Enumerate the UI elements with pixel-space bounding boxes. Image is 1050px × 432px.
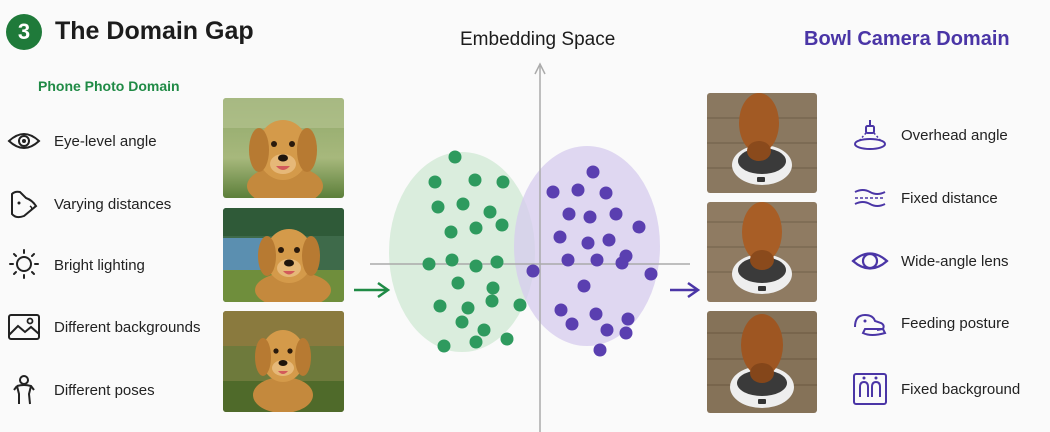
- bowl-embedding-point: [590, 253, 604, 267]
- phone-embedding-point: [477, 323, 491, 337]
- phone-embedding-point: [444, 225, 458, 239]
- embedding-space-heading: Embedding Space: [460, 29, 616, 50]
- golden-retriever-lake-photo: [223, 208, 344, 302]
- bowl-embedding-point: [589, 307, 603, 321]
- phone-embedding-point: [469, 259, 483, 273]
- item-label: Feeding posture: [901, 314, 1010, 332]
- dog-eating-bowl-photo-3: [707, 311, 817, 413]
- item-label: Eye-level angle: [54, 132, 157, 150]
- bowl-embedding-points: [526, 165, 658, 357]
- purple-arrow-icon: [670, 281, 701, 299]
- phone-embedding-point: [431, 200, 445, 214]
- bowl-embedding-point: [644, 267, 658, 281]
- phone-embedding-point: [437, 339, 451, 353]
- phone-embedding-point: [500, 332, 514, 346]
- bowl-embedding-point: [583, 210, 597, 224]
- phone-embedding-point: [455, 315, 469, 329]
- bowl-embedding-point: [577, 279, 591, 293]
- list-item: Eye-level angle: [6, 123, 157, 159]
- list-item: Overhead angle: [851, 117, 1008, 153]
- bowl-embedding-point: [562, 207, 576, 221]
- bowl-domain-heading: Bowl Camera Domain: [804, 28, 1010, 50]
- bowl-embedding-point: [619, 326, 633, 340]
- bowl-embedding-point: [621, 312, 635, 326]
- phone-embedding-point: [433, 299, 447, 313]
- list-item: Different backgrounds: [6, 309, 200, 345]
- bowl-embedding-point: [586, 165, 600, 179]
- list-item: Fixed distance: [851, 180, 998, 216]
- embedding-space-diagram: [370, 62, 690, 432]
- phone-embedding-point: [448, 150, 462, 164]
- phone-embedding-point: [469, 221, 483, 235]
- bowl-embedding-point: [565, 317, 579, 331]
- list-item: Bright lighting: [6, 247, 145, 283]
- phone-embedding-point: [451, 276, 465, 290]
- item-label: Fixed distance: [901, 189, 998, 207]
- item-label: Fixed background: [901, 380, 1021, 398]
- list-item: Varying distances: [6, 186, 171, 222]
- bowl-embedding-point: [615, 256, 629, 270]
- phone-embedding-point: [428, 175, 442, 189]
- bowl-embedding-point: [599, 186, 613, 200]
- bowl-embedding-point: [546, 185, 560, 199]
- golden-retriever-park-photo: [223, 98, 344, 198]
- bowl-embedding-point: [561, 253, 575, 267]
- phone-embedding-point: [486, 281, 500, 295]
- phone-domain-heading: Phone Photo Domain: [38, 78, 180, 94]
- figure-pose-icon: [6, 372, 42, 408]
- phone-embedding-point: [461, 301, 475, 315]
- phone-embedding-point: [483, 205, 497, 219]
- dog-eating-bowl-photo-1: [707, 93, 817, 193]
- phone-embedding-point: [495, 218, 509, 232]
- dog-eating-bowl-photo-2: [707, 202, 817, 302]
- bowl-embedding-point: [593, 343, 607, 357]
- eye-icon: [6, 123, 42, 159]
- phone-embedding-point: [513, 298, 527, 312]
- item-label: Different backgrounds: [54, 318, 201, 336]
- phone-embedding-point: [490, 255, 504, 269]
- distance-icon: [851, 180, 889, 216]
- overhead-camera-icon: [851, 117, 889, 153]
- green-arrow-icon: [354, 281, 391, 299]
- bowl-embedding-point: [571, 183, 585, 197]
- phone-embedding-point: [469, 335, 483, 349]
- phone-domain-cluster: [389, 152, 535, 352]
- feeding-dog-icon: [851, 305, 889, 341]
- bowl-embedding-point: [602, 233, 616, 247]
- step-number-badge: 3: [6, 14, 42, 50]
- phone-embedding-point: [485, 294, 499, 308]
- phone-embedding-points: [422, 150, 527, 353]
- wide-eye-icon: [851, 243, 889, 279]
- item-label: Overhead angle: [901, 126, 1008, 144]
- list-item: Different poses: [6, 372, 155, 408]
- item-label: Bright lighting: [54, 256, 145, 274]
- y-axis-arrowhead: [534, 62, 546, 75]
- bowl-embedding-point: [554, 303, 568, 317]
- list-item: Feeding posture: [851, 305, 1009, 341]
- bowl-embedding-point: [553, 230, 567, 244]
- phone-embedding-point: [422, 257, 436, 271]
- bowl-embedding-point: [632, 220, 646, 234]
- bowl-embedding-point: [581, 236, 595, 250]
- landscape-image-icon: [6, 309, 42, 345]
- phone-embedding-point: [456, 197, 470, 211]
- item-label: Different poses: [54, 381, 155, 399]
- phone-embedding-point: [468, 173, 482, 187]
- list-item: Fixed background: [851, 371, 1020, 407]
- phone-embedding-point: [496, 175, 510, 189]
- phone-embedding-point: [445, 253, 459, 267]
- bowl-embedding-point: [609, 207, 623, 221]
- item-label: Varying distances: [54, 195, 172, 213]
- page-title: The Domain Gap: [55, 17, 254, 45]
- bowl-embedding-point: [600, 323, 614, 337]
- item-label: Wide-angle lens: [901, 252, 1009, 270]
- golden-retriever-grass-photo: [223, 311, 344, 412]
- list-item: Wide-angle lens: [851, 243, 1009, 279]
- dog-head-icon: [6, 186, 42, 222]
- sun-icon: [6, 247, 42, 283]
- bowl-embedding-point: [526, 264, 540, 278]
- fixed-background-icon: [851, 371, 889, 407]
